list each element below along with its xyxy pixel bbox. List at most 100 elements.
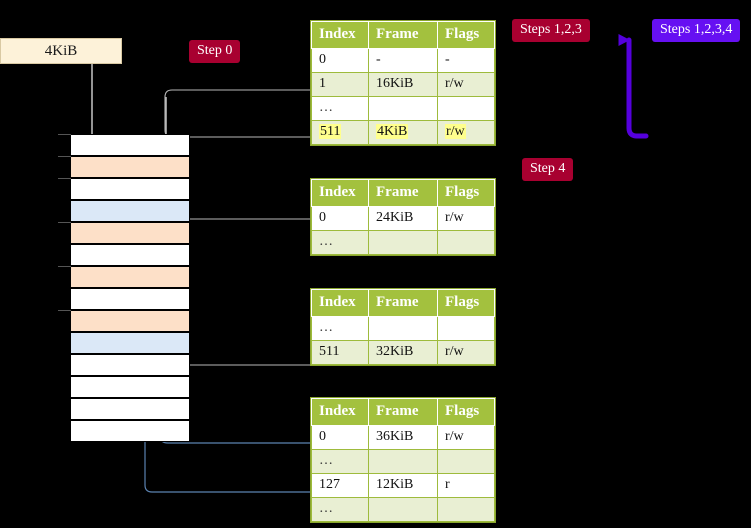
cell-index: 511 [311,340,369,365]
column-header-index: Index [311,398,369,426]
memory-column [58,134,190,442]
highlighted-value: 4KiB [376,124,409,139]
table-row[interactable]: … [311,316,495,341]
cell-index: … [311,230,369,255]
memory-frame-5 [70,244,190,266]
cell-flags: r [437,473,495,498]
memory-frame-4 [70,222,190,244]
label-steps-1234-text: Steps 1,2,3,4 [660,22,733,37]
label-steps-123-text: Steps 1,2,3 [520,22,582,37]
label-step-0: Step 0 [189,40,241,63]
memory-frame-tick-4 [58,222,71,223]
cell-frame: 24KiB [368,206,438,231]
memory-frame-7 [70,288,190,310]
cell-frame: 4KiB [368,120,438,145]
size-box-4kib: 4KiB [0,38,122,64]
column-header-frame: Frame [368,289,438,317]
cell-frame: 36KiB [368,425,438,450]
cell-flags [437,230,495,255]
memory-frame-0 [70,134,190,156]
cell-index: 0 [311,206,369,231]
column-header-frame: Frame [368,179,438,207]
cell-index: 511 [311,120,369,145]
cell-index: 127 [311,473,369,498]
cell-frame [368,230,438,255]
cell-frame [368,316,438,341]
highlighted-value: 511 [319,124,342,139]
memory-frame-6 [70,266,190,288]
cell-index: 0 [311,48,369,73]
table-row[interactable]: … [311,497,495,522]
cell-flags [437,497,495,522]
column-header-flags: Flags [437,289,495,317]
cell-index: 1 [311,72,369,97]
memory-frame-2 [70,178,190,200]
cell-frame: 12KiB [368,473,438,498]
column-header-flags: Flags [437,179,495,207]
cell-frame [368,497,438,522]
cell-index: 0 [311,425,369,450]
cell-flags: r/w [437,120,495,145]
arrow-steps-return [618,34,649,139]
cell-frame [368,449,438,474]
cell-flags: r/w [437,425,495,450]
cell-flags: r/w [437,206,495,231]
table-row[interactable]: 0-- [311,48,495,73]
cell-index: … [311,96,369,121]
wire-mem-to-pt-row127 [144,420,311,493]
size-box-label: 4KiB [44,42,78,59]
memory-frame-tick-0 [58,134,71,135]
memory-frame-3 [70,200,190,222]
memory-frame-10 [70,354,190,376]
cell-flags [437,449,495,474]
cell-index: … [311,316,369,341]
memory-frame-tick-2 [58,178,71,179]
column-header-index: Index [311,21,369,49]
column-header-index: Index [311,179,369,207]
column-header-flags: Flags [437,398,495,426]
cell-flags: - [437,48,495,73]
memory-frame-tick-6 [58,266,71,267]
cell-flags: r/w [437,72,495,97]
label-step-4: Step 4 [522,158,574,181]
label-steps-1234: Steps 1,2,3,4 [652,19,741,42]
table-row[interactable]: … [311,230,495,255]
memory-frame-tick-1 [58,156,71,157]
cell-index: … [311,449,369,474]
table-row[interactable]: 511 4KiB r/w [311,120,495,145]
cell-flags [437,96,495,121]
cell-frame: - [368,48,438,73]
memory-frame-12 [70,398,190,420]
label-step-4-text: Step 4 [530,161,566,176]
memory-frame-1 [70,156,190,178]
table-row[interactable]: … [311,96,495,121]
table-row[interactable]: … [311,449,495,474]
cell-index: … [311,497,369,522]
highlighted-value: r/w [445,124,466,139]
column-header-frame: Frame [368,21,438,49]
memory-frame-9 [70,332,190,354]
wire-mem-to-pml4 [164,89,311,138]
cell-flags [437,316,495,341]
label-step-0-text: Step 0 [197,43,233,58]
column-header-frame: Frame [368,398,438,426]
memory-frame-8 [70,310,190,332]
cell-frame [368,96,438,121]
label-steps-123: Steps 1,2,3 [512,19,590,42]
cell-frame: 32KiB [368,340,438,365]
memory-frame-13 [70,420,190,442]
memory-frame-11 [70,376,190,398]
